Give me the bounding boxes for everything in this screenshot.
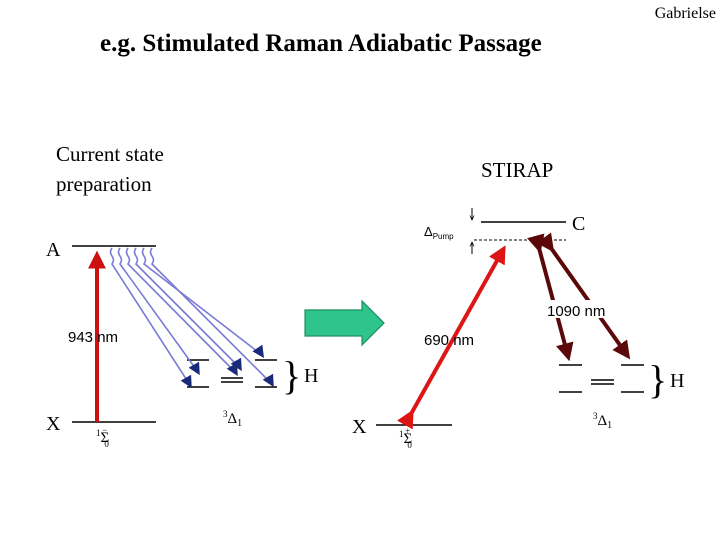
wavelength-943-label: 943 nm <box>68 329 118 346</box>
slide-title: e.g. Stimulated Raman Adiabatic Passage <box>100 30 542 57</box>
h-term-right: 3Δ1 <box>593 411 612 431</box>
h-state-left-label: H <box>304 365 318 387</box>
left-heading-line1: Current state <box>56 142 164 166</box>
state-x-left-label: X <box>46 413 61 435</box>
detuning-label: ΔPump <box>424 224 454 241</box>
stokes-label-backdrop <box>544 300 608 318</box>
wavelength-690-label: 690 nm <box>424 332 474 349</box>
decay-wave-5 <box>141 247 263 356</box>
right-energy-diagram: ΔPump 690 nm 1090 nm C X 1Σ+0 3Δ1 } H <box>352 208 684 450</box>
left-heading-line2: preparation <box>56 172 152 196</box>
decay-wave-1 <box>109 247 191 386</box>
decay-wave-3 <box>125 247 237 374</box>
pump-arrow-690 <box>396 245 506 430</box>
decay-head-4 <box>230 357 242 372</box>
decay-head-6 <box>262 373 274 388</box>
ground-term-right: 1Σ+0 <box>399 426 412 450</box>
decay-head-2 <box>188 361 200 376</box>
ground-term-left: 1Σ−0 <box>96 425 109 449</box>
state-c-label: C <box>572 213 585 235</box>
right-panel-heading: STIRAP <box>481 158 554 182</box>
left-panel-heading: Current state preparation <box>56 139 164 199</box>
decay-head-1 <box>180 374 192 389</box>
state-a-label: A <box>46 239 61 261</box>
brace-right: } <box>648 357 667 402</box>
transition-arrow <box>304 299 385 347</box>
state-x-right-label: X <box>352 416 367 438</box>
h-state-right-label: H <box>670 370 684 392</box>
decay-head-5 <box>252 344 264 358</box>
wavelength-1090-label: 1090 nm <box>547 303 605 320</box>
left-energy-diagram: 943 nm A X 1Σ−0 3Δ1 } H <box>46 239 318 449</box>
decay-wave-2 <box>117 247 199 373</box>
h-term-left: 3Δ1 <box>223 409 242 429</box>
author-name: Gabrielse <box>654 5 716 22</box>
decay-wave-6 <box>149 247 273 385</box>
brace-left: } <box>282 353 301 398</box>
decay-wave-4 <box>133 247 241 369</box>
